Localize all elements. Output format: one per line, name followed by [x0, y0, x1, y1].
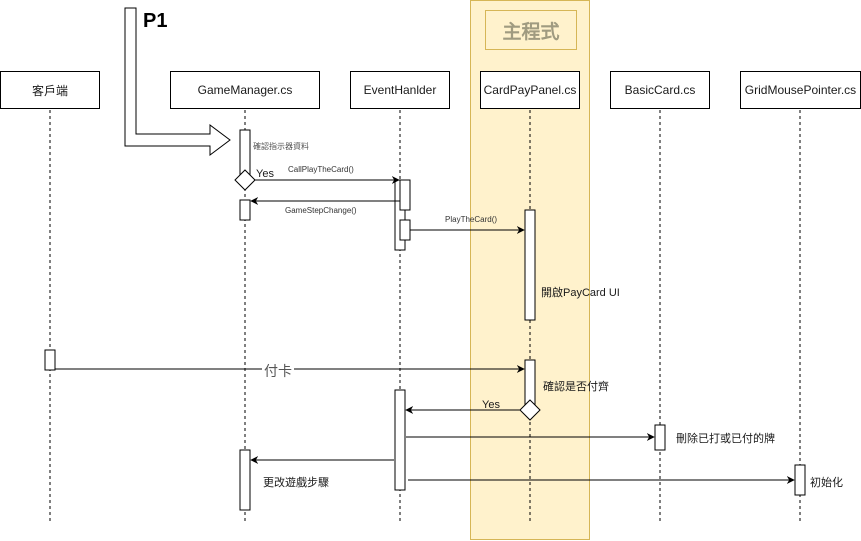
main-program-frame-title: 主程式	[485, 10, 577, 50]
note-initialize: 初始化	[810, 477, 843, 489]
activation-eventhandler-inner-1	[399, 179, 411, 211]
activation-gamemanager-2	[239, 199, 251, 221]
lifeline-header-gamemanager[interactable]: GameManager.cs	[170, 71, 320, 109]
activation-gridmousepointer	[794, 464, 806, 496]
lifeline-header-cardpaypanel[interactable]: CardPayPanel.cs	[480, 71, 580, 109]
label-game-step-change: GameStepChange()	[285, 206, 357, 215]
lifeline-header-client[interactable]: 客戶端	[0, 71, 100, 109]
decision-diamond-gamemanager	[234, 169, 256, 191]
label-call-play-the-card: CallPlayTheCard()	[288, 165, 354, 174]
lifeline-header-eventhandler[interactable]: EventHanlder	[350, 71, 450, 109]
decision-diamond-cardpaypanel	[519, 399, 541, 421]
label-yes-2: Yes	[482, 399, 500, 411]
activation-client	[44, 349, 56, 371]
activation-eventhandler-2	[394, 389, 406, 491]
note-change-game-step: 更改遊戲步驟	[263, 477, 329, 489]
label-yes-1: Yes	[256, 168, 274, 180]
activation-cardpaypanel-1	[524, 209, 536, 321]
label-play-the-card: PlayTheCard()	[445, 215, 498, 224]
activation-eventhandler-inner-2	[399, 219, 411, 241]
p1-label: P1	[143, 10, 168, 32]
lifeline-header-basiccard[interactable]: BasicCard.cs	[610, 71, 710, 109]
lifeline-header-gridmousepointer[interactable]: GridMousePointer.cs	[740, 71, 861, 109]
activation-gamemanager-3	[239, 449, 251, 511]
note-check-display-data: 確認指示器資料	[253, 142, 309, 151]
note-open-paycard-ui: 開啟PayCard UI	[541, 287, 620, 299]
note-remove-cards: 刪除已打或已付的牌	[676, 433, 775, 445]
p1-arrow-icon	[124, 7, 231, 156]
note-check-paid: 確認是否付齊	[543, 381, 609, 393]
label-pay-card: 付卡	[262, 361, 294, 381]
activation-basiccard	[654, 424, 666, 451]
